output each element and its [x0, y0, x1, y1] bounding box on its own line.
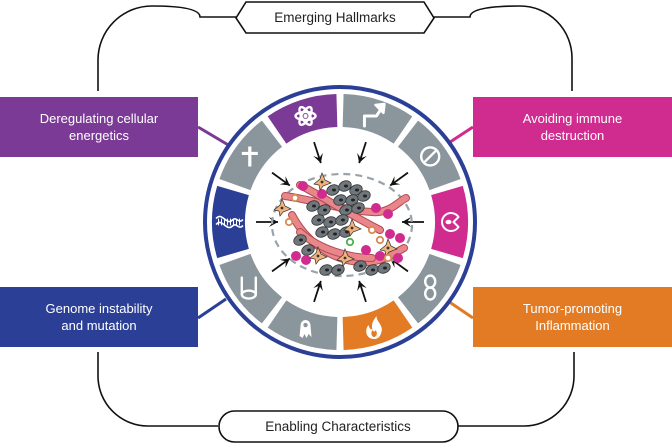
fibroblast	[343, 218, 362, 237]
inward-arrow	[271, 171, 291, 187]
inward-arrow	[256, 217, 278, 227]
segment-sustaining-proliferative-signaling	[342, 94, 413, 144]
segment-deregulating-cellular-energetics	[267, 94, 338, 144]
immune-ring-cell	[345, 237, 355, 247]
inward-arrow	[402, 217, 424, 227]
inward-arrow	[357, 141, 367, 164]
fibroblast	[273, 198, 292, 217]
immune-ring-cell	[383, 253, 393, 263]
immune-ring-cell	[290, 193, 300, 203]
tumor-cell	[338, 180, 352, 192]
segment-evading-growth-suppressors	[397, 120, 461, 191]
tumor-cell	[351, 202, 365, 214]
box-tumor-promoting-inflammation: Tumor-promoting Inflammation	[473, 287, 672, 347]
pacman-cell-icon	[441, 212, 460, 232]
immune-cell	[383, 209, 393, 219]
fibroblast	[379, 238, 398, 257]
prohibited-icon	[420, 146, 441, 167]
segment-genome-instability-mutation	[212, 185, 249, 259]
fibroblast	[309, 246, 328, 265]
tumor-cell	[365, 264, 379, 276]
arrow-up-right-icon	[362, 102, 386, 128]
tumor-cell	[353, 260, 367, 272]
tumor-cell	[327, 228, 341, 240]
tumor-boundary	[270, 172, 414, 278]
enabling-characteristics-label: Enabling Characteristics	[218, 410, 459, 443]
emerging-hallmarks-label: Emerging Hallmarks	[235, 1, 435, 34]
emerging-hallmarks-text: Emerging Hallmarks	[274, 10, 396, 25]
dna-icon	[215, 215, 244, 229]
immune-cell	[298, 181, 308, 191]
fibroblast	[313, 172, 332, 191]
inward-arrow	[313, 141, 323, 164]
box-genome-instability: Genome instability and mutation	[0, 287, 198, 347]
atom-icon	[294, 105, 317, 127]
tumor-cell	[315, 226, 329, 238]
immune-cell	[317, 189, 327, 199]
immune-cell	[361, 245, 371, 255]
segment-activating-invasion-metastasis	[267, 300, 338, 350]
tumor-cell	[339, 204, 353, 216]
tumor-cell	[357, 190, 371, 202]
box-label: Genome instability and mutation	[45, 301, 153, 333]
tumor-cell	[306, 200, 320, 212]
connector-bottom-right	[458, 352, 575, 427]
tumor-cell	[311, 214, 325, 226]
segment-enabling-replicative-immortality	[397, 253, 461, 324]
immune-ring-cell	[375, 235, 385, 245]
fibroblast	[336, 248, 355, 267]
tumor-cell	[377, 262, 391, 274]
tumor-cell	[317, 204, 331, 216]
connector-top-left	[97, 5, 236, 91]
inward-arrow	[271, 257, 291, 273]
immune-ring-cell	[284, 217, 294, 227]
blood-vessel	[281, 192, 410, 217]
blood-vessel-icon	[240, 276, 257, 300]
immune-ring-cell	[367, 225, 377, 235]
connector-top-right	[432, 5, 573, 91]
box-deregulating-cellular-energetics: Deregulating cellular energetics	[0, 97, 198, 157]
tumor-cell	[333, 194, 347, 206]
connector-bottom-left	[97, 352, 218, 427]
inward-arrows	[256, 141, 424, 303]
immune-cell	[371, 203, 381, 213]
link-genome	[197, 297, 227, 320]
immune-cell	[375, 251, 385, 261]
cross-icon	[241, 146, 258, 167]
tumor-cell	[319, 264, 333, 276]
box-label: Deregulating cellular energetics	[39, 111, 159, 143]
segment-tumor-promoting-inflammation	[342, 300, 413, 350]
inward-arrow	[357, 280, 367, 303]
tumor-cell	[331, 264, 345, 276]
connector-lines	[97, 5, 575, 427]
inward-arrow	[313, 280, 323, 303]
immune-cell	[301, 255, 311, 265]
immune-cell	[393, 253, 403, 263]
segment-inducing-angiogenesis	[219, 253, 283, 324]
inward-arrow	[389, 171, 409, 187]
segment-resisting-cell-death	[219, 120, 283, 191]
immune-cell	[291, 251, 301, 261]
tumor-microenvironment	[270, 172, 414, 278]
tumor-cell	[326, 184, 340, 196]
tumor-cell	[323, 216, 337, 228]
link-energetics	[197, 125, 231, 148]
immune-cell	[395, 233, 405, 243]
box-avoiding-immune-destruction: Avoiding immune destruction	[473, 97, 672, 157]
infinity-icon	[424, 274, 437, 301]
immune-cell	[385, 229, 395, 239]
box-label: Avoiding immune destruction	[522, 111, 623, 143]
flame-icon	[366, 316, 382, 340]
tumor-cell	[293, 234, 307, 246]
tumor-cell	[301, 244, 315, 256]
enabling-characteristics-text: Enabling Characteristics	[265, 419, 411, 434]
box-label: Tumor-promoting Inflammation	[522, 301, 623, 333]
segment-avoiding-immune-destruction	[431, 185, 468, 259]
tumor-cell	[335, 214, 349, 226]
cell-migration-icon	[299, 320, 312, 339]
